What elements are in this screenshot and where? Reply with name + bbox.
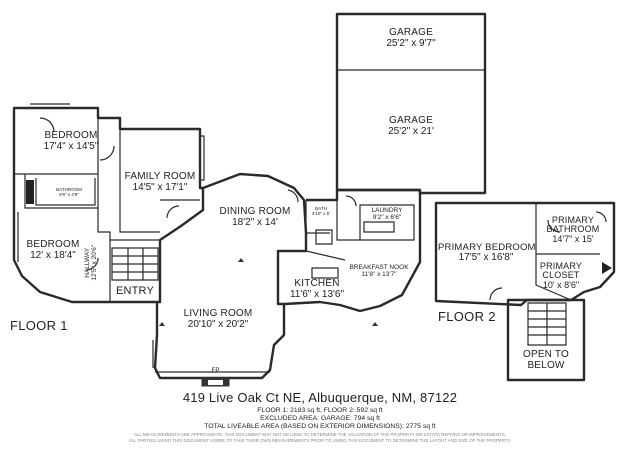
open-below-outline	[506, 298, 586, 382]
bath-label: BATH 4'10" x 5'	[306, 206, 336, 216]
bedroom-top-label: BEDROOM 17'4" x 14'5"	[28, 130, 114, 152]
room-name: GARAGE	[389, 115, 433, 126]
floor1-label: FLOOR 1	[10, 318, 68, 333]
room-dims: 25'2" x 21'	[388, 125, 434, 137]
room-name-2: CLOSET	[542, 270, 580, 281]
primary-closet-label: PRIMARY CLOSET 10' x 8'6"	[536, 261, 586, 290]
room-name: PRIMARY	[551, 215, 595, 225]
room-name: PRIMARY	[539, 261, 583, 271]
room-name-2: BATHROOM	[546, 224, 600, 235]
room-dims: 18'2" x 14'	[232, 216, 278, 228]
room-name: BREAKFAST NOOK	[349, 264, 409, 271]
room-dims: 4'10" x 5'	[311, 210, 331, 216]
bathroom-small-label: BATHROOM 9'9" x 4'9"	[44, 187, 94, 197]
room-name: BEDROOM	[44, 130, 98, 141]
room-dims: 9'9" x 4'9"	[59, 191, 79, 197]
room-name: PRIMARY BEDROOM	[438, 242, 536, 253]
garage-outline	[335, 12, 487, 195]
room-dims: 11'6" x 13'6"	[289, 288, 345, 300]
living-room-label: LIVING ROOM 20'10" x 20'2"	[168, 308, 268, 330]
room-dims: 17'5" x 16'8"	[458, 251, 514, 263]
floor2-label: FLOOR 2	[438, 309, 496, 324]
hallway-label: HALLWAY 12'5" x 20'6"	[84, 233, 99, 293]
disclaimer-line-1: ALL MEASUREMENTS ARE APPROXIMATE. THIS D…	[134, 432, 506, 437]
floor1-central-wall	[153, 172, 308, 380]
garage-top-label: GARAGE 25'2" x 9'7"	[361, 27, 461, 49]
garage-main-label: GARAGE 25'2" x 21'	[361, 115, 461, 137]
family-room-label: FAMILY ROOM 14'5" x 17'1"	[117, 171, 203, 193]
room-dims: 14'5" x 17'1"	[132, 181, 188, 193]
room-name: LAUNDRY	[371, 207, 403, 214]
room-dims: 12' x 18'4"	[30, 249, 76, 261]
dining-room-label: DINING ROOM 18'2" x 14'	[205, 206, 305, 228]
primary-bedroom-label: PRIMARY BEDROOM 17'5" x 16'8"	[438, 242, 536, 263]
room-name: FAMILY ROOM	[124, 171, 196, 182]
room-name: LIVING ROOM	[183, 308, 253, 319]
floor1-right-wall	[283, 188, 422, 313]
room-name: GARAGE	[389, 27, 433, 38]
breakfast-nook-label: BREAKFAST NOOK 11'8" x 13'7"	[343, 264, 415, 279]
primary-bathroom-label: PRIMARY BATHROOM 14'7" x 15'	[540, 215, 606, 244]
room-name: KITCHEN	[294, 278, 340, 289]
bedroom-left-label: BEDROOM 12' x 18'4"	[18, 239, 88, 261]
property-address: 419 Live Oak Ct NE, Albuquerque, NM, 871…	[182, 390, 458, 405]
room-name: BEDROOM	[26, 239, 80, 250]
room-name: OPEN TO	[522, 349, 570, 360]
room-dims: 20'10" x 20'2"	[187, 318, 249, 330]
kitchen-label: KITCHEN 11'6" x 13'6"	[282, 278, 352, 300]
room-dims: 14'7" x 15'	[552, 233, 594, 244]
room-dims: 25'2" x 9'7"	[386, 37, 436, 49]
room-dims: 11'8" x 13'7"	[361, 270, 397, 278]
fireplace-label: FP	[211, 368, 220, 374]
open-below-label: OPEN TO BELOW	[511, 349, 581, 371]
excluded-area: EXCLUDED AREA: GARAGE: 794 sq ft	[260, 415, 380, 422]
room-name: BATHROOM	[56, 187, 82, 192]
room-dims: 9'2" x 6'6"	[372, 213, 402, 221]
entry-label: ENTRY	[115, 285, 155, 297]
floor-areas: FLOOR 1: 2183 sq ft, FLOOR 2: 592 sq ft	[257, 407, 383, 414]
room-dims: 10' x 8'6"	[542, 279, 580, 290]
room-name-2: BELOW	[527, 359, 565, 371]
room-name: BATH	[315, 206, 327, 211]
laundry-label: LAUNDRY 9'2" x 6'6"	[362, 207, 412, 222]
floor2-outer-wall	[434, 201, 616, 307]
room-dims: 12'5" x 20'6"	[91, 244, 98, 281]
room-dims: 17'4" x 14'5"	[43, 140, 99, 152]
floor1-outer-wall	[12, 106, 205, 304]
room-name: DINING ROOM	[219, 206, 291, 217]
disclaimer-line-2: ALL PARTIES USING THIS DOCUMENT AGREE TO…	[128, 438, 512, 443]
total-area: TOTAL LIVEABLE AREA (BASED ON EXTERIOR D…	[204, 423, 436, 430]
